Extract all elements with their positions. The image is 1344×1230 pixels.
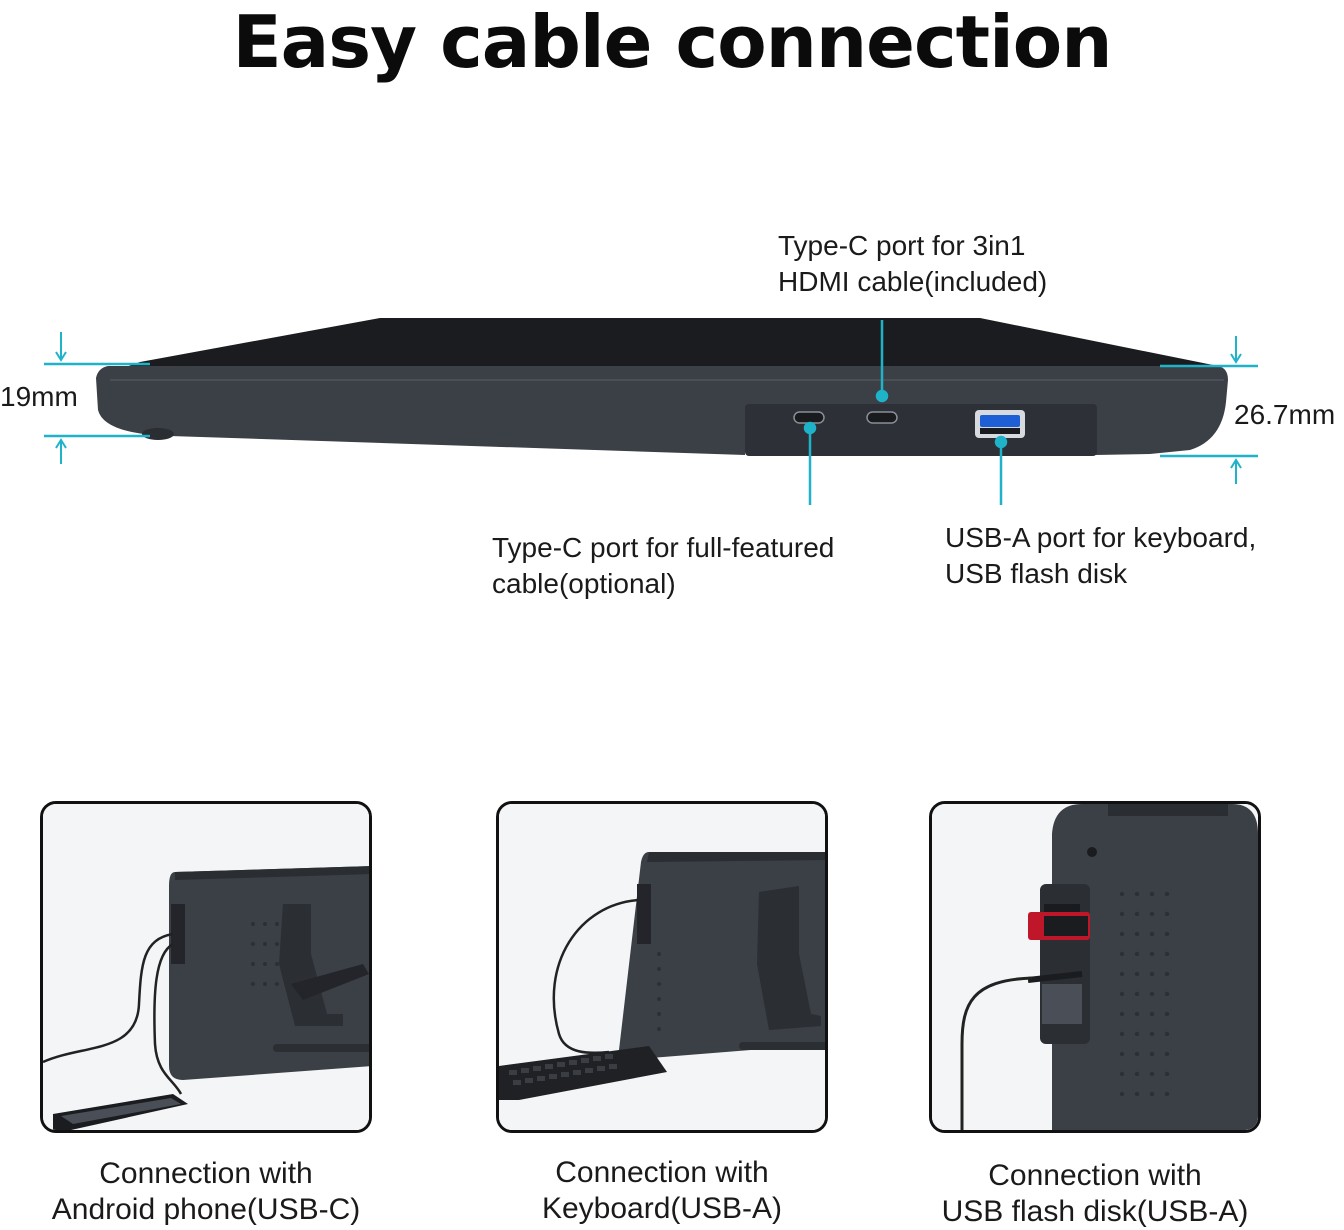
usb-a-port-tongue [980, 415, 1020, 427]
usb-flash-disk-connection-illustration [932, 804, 1258, 1130]
caption-usb-flash-disk: Connection with USB flash disk(USB-A) [941, 1159, 1249, 1228]
keyboard-connection-panel [496, 801, 828, 1133]
caption-keyboard: Connection with Keyboard(USB-A) [541, 1156, 783, 1225]
hdmi-port-callout: Type-C port for 3in1 HDMI cable(included… [778, 230, 1048, 297]
type-c-port-hdmi [866, 411, 898, 424]
full-featured-port-callout: Type-C port for full-featured cable(opti… [492, 532, 835, 599]
callout-lines [44, 320, 1258, 505]
tablet-foot [142, 428, 174, 440]
type-c-port-full-featured [793, 411, 825, 424]
tablet-side-view [44, 318, 1258, 505]
usb-flash-disk-connection-panel [929, 801, 1261, 1133]
rear-thickness-label: 26.7mm [1234, 399, 1336, 430]
dimension-arrows [55, 332, 1242, 484]
android-phone-connection-illustration [43, 804, 369, 1130]
page-title: Easy cable connection [232, 0, 1113, 84]
android-phone-connection-panel [40, 801, 372, 1133]
keyboard-connection-illustration [499, 804, 825, 1130]
caption-android-phone: Connection with Android phone(USB-C) [51, 1157, 361, 1226]
front-thickness-label: 19mm [0, 381, 78, 412]
usb-a-port-callout: USB-A port for keyboard, USB flash disk [945, 522, 1257, 589]
tablet-screen-surface [112, 318, 1218, 372]
